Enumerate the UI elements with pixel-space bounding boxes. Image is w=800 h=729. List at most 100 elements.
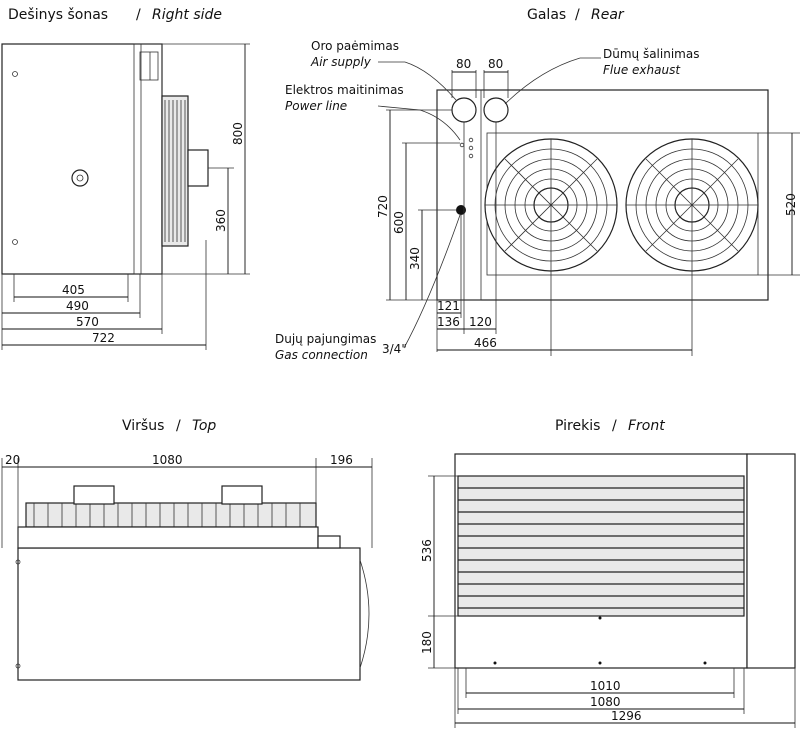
rear-fan-left — [484, 138, 618, 272]
dim-466: 466 — [437, 271, 693, 356]
side-fan-grille — [164, 100, 186, 242]
svg-text:Rear: Rear — [591, 7, 625, 23]
dim-196: 196 — [316, 453, 373, 548]
svg-text:Front: Front — [628, 418, 665, 434]
dim-340: 340 — [408, 209, 456, 300]
svg-text:570: 570 — [76, 315, 99, 329]
front-louvres — [458, 487, 744, 609]
svg-text:121: 121 — [437, 299, 460, 313]
svg-text:Air supply: Air supply — [310, 55, 372, 69]
svg-text:Galas: Galas — [527, 7, 566, 23]
side-body — [1, 43, 163, 275]
svg-text:360: 360 — [214, 209, 228, 232]
svg-text:405: 405 — [62, 283, 85, 297]
dim-536: 536 — [420, 475, 458, 617]
flue-pipe — [483, 97, 509, 123]
svg-text:20: 20 — [5, 453, 20, 467]
side-fan-motor — [187, 149, 209, 187]
top-pipe — [317, 535, 341, 549]
top-view: 20 1080 196 — [1, 453, 373, 681]
svg-text:720: 720 — [376, 195, 390, 218]
dim-570: 570 — [2, 274, 163, 334]
gas-connection-port — [456, 205, 466, 215]
svg-text:Oro paėmimas: Oro paėmimas — [311, 39, 399, 53]
svg-text:Flue exhaust: Flue exhaust — [603, 63, 681, 77]
dim-80-flue: 80 — [483, 57, 509, 98]
dim-1010: 1010 — [465, 668, 735, 698]
top-fan-motor-left — [73, 485, 115, 505]
svg-text:Gas connection: Gas connection — [275, 348, 368, 362]
bolt — [12, 71, 18, 77]
top-fan-guards — [25, 502, 317, 528]
svg-text:800: 800 — [231, 122, 245, 145]
svg-text:466: 466 — [474, 336, 497, 350]
title-rear: Galas / Rear — [527, 7, 625, 23]
callout-flue-exhaust: Dūmų šalinimas Flue exhaust — [504, 47, 699, 105]
svg-text:1080: 1080 — [590, 695, 621, 709]
svg-text:1010: 1010 — [590, 679, 621, 693]
rear-view: Oro paėmimas Air supply Elektros maitini… — [275, 39, 800, 362]
svg-text:Elektros maitinimas: Elektros maitinimas — [285, 83, 404, 97]
dim-136: 136 — [437, 122, 465, 334]
dim-600: 600 — [392, 142, 460, 300]
svg-text:/: / — [612, 418, 617, 434]
front-side-box — [746, 453, 796, 669]
top-body — [17, 547, 361, 681]
dim-20: 20 — [1, 453, 20, 548]
svg-text:Dešinys šonas: Dešinys šonas — [8, 7, 108, 23]
svg-text:Viršus: Viršus — [122, 418, 164, 434]
svg-text:80: 80 — [456, 57, 471, 71]
dim-121: 121 — [436, 215, 462, 352]
rear-fan-right — [625, 138, 759, 272]
dim-80-air: 80 — [451, 57, 477, 98]
svg-text:120: 120 — [469, 315, 492, 329]
front-view: 536 180 1010 1080 1296 — [420, 453, 796, 728]
callout-air-supply: Oro paėmimas Air supply — [310, 39, 457, 101]
dim-405: 405 — [13, 274, 129, 302]
svg-text:196: 196 — [330, 453, 353, 467]
bolt — [12, 239, 18, 245]
dim-490: 490 — [1, 274, 141, 350]
svg-text:Pirekis: Pirekis — [555, 418, 600, 434]
side-fan-guard — [161, 95, 189, 247]
rear-control-panel — [436, 89, 482, 301]
top-grille — [33, 503, 301, 527]
dim-120: 120 — [464, 122, 497, 334]
svg-text:Right side: Right side — [152, 7, 222, 23]
title-top: Viršus / Top — [122, 418, 216, 434]
svg-text:1080: 1080 — [152, 453, 183, 467]
dim-720: 720 — [376, 109, 452, 301]
svg-text:3/4": 3/4" — [382, 342, 407, 356]
dim-360: 360 — [208, 167, 234, 274]
svg-text:/: / — [575, 7, 580, 23]
callout-power-line: Elektros maitinimas Power line — [285, 83, 461, 141]
dim-520: 520 — [758, 132, 800, 276]
svg-text:520: 520 — [784, 193, 798, 216]
svg-text:Dujų pajungimas: Dujų pajungimas — [275, 332, 376, 346]
svg-text:Dūmų šalinimas: Dūmų šalinimas — [603, 47, 699, 61]
front-louvre-area — [457, 475, 745, 617]
side-knob — [71, 169, 89, 187]
dim-1080: 1080 — [18, 453, 317, 503]
dim-1296: 1296 — [454, 668, 796, 728]
dim-722: 722 — [2, 240, 207, 350]
svg-text:180: 180 — [420, 631, 434, 654]
svg-text:/: / — [136, 7, 141, 23]
top-fan-motor-right — [221, 485, 263, 505]
svg-text:536: 536 — [420, 539, 434, 562]
svg-text:Power line: Power line — [285, 99, 347, 113]
air-supply-pipe — [451, 97, 477, 123]
svg-text:Top: Top — [192, 418, 216, 434]
svg-text:490: 490 — [66, 299, 89, 313]
svg-text:136: 136 — [437, 315, 460, 329]
svg-text:80: 80 — [488, 57, 503, 71]
svg-text:1296: 1296 — [611, 709, 642, 723]
svg-text:340: 340 — [408, 247, 422, 270]
title-front: Pirekis / Front — [555, 418, 665, 434]
top-pipes — [139, 51, 159, 81]
svg-text:600: 600 — [392, 211, 406, 234]
svg-text:722: 722 — [92, 331, 115, 345]
callout-gas-connection: Dujų pajungimas Gas connection 3/4" — [275, 214, 461, 362]
dim-180: 180 — [420, 616, 455, 669]
top-rear-panel — [17, 526, 319, 549]
